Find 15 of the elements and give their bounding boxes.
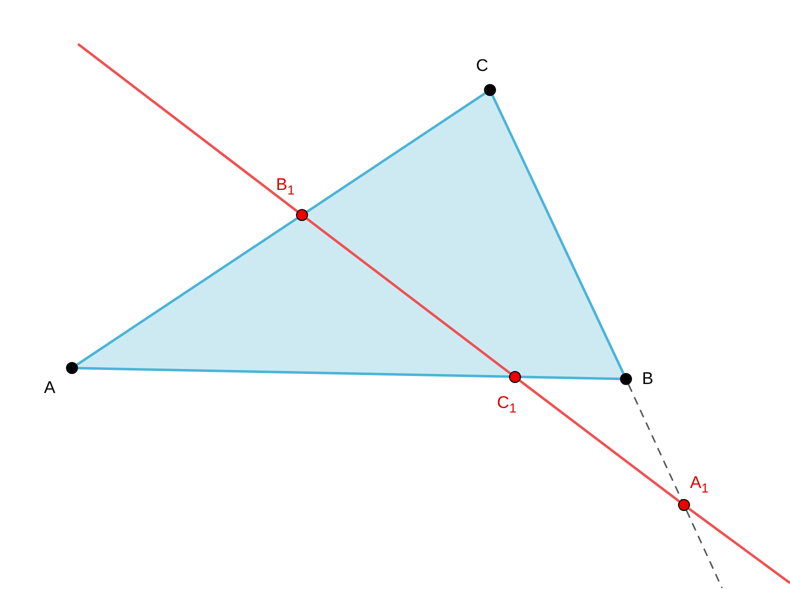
line-segment [77, 43, 298, 212]
line-segment [306, 218, 511, 374]
point-label: B$_{1}$ [276, 175, 295, 200]
dashed-line [686, 510, 723, 588]
point-label: B [642, 369, 654, 389]
point-label: A$_{1}$ [690, 473, 709, 498]
line-segment [76, 92, 486, 366]
point-label: C$_{1}$ [497, 393, 517, 418]
line-segment [78, 366, 620, 380]
dashed-line [628, 384, 682, 500]
line-segment [688, 508, 790, 584]
line-segment [519, 380, 680, 502]
line-segment [491, 94, 625, 374]
point-label: A [44, 378, 56, 398]
point-label: C [476, 56, 488, 76]
